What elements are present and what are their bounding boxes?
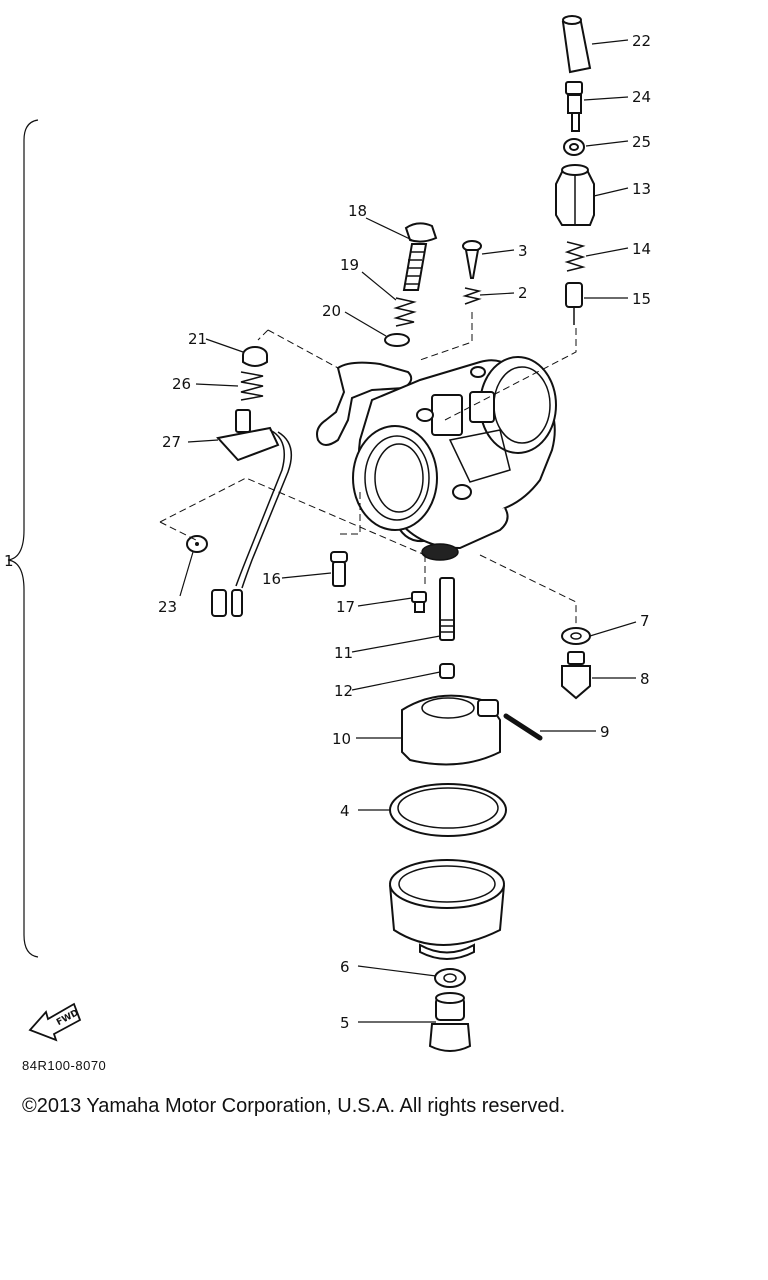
callout-13: 13 [632,180,651,198]
part-10-float [401,694,501,766]
callout-6: 6 [340,958,350,976]
callout-18: 18 [348,202,367,220]
part-12-main-jet [439,663,455,679]
callout-5: 5 [340,1014,350,1032]
callout-8: 8 [640,670,650,688]
carburetor-body [316,356,557,561]
assembly-line [159,521,197,541]
part-11-needle-jet [439,577,455,641]
callout-26: 26 [172,375,191,393]
callout-9: 9 [600,723,610,741]
assembly-line [257,329,339,369]
assembly-bracket [7,119,39,958]
callout-2: 2 [518,284,528,302]
part-26-spring [240,371,264,401]
part-9-pin [503,713,543,741]
callout-25: 25 [632,133,651,151]
callout-22: 22 [632,32,651,50]
part-24-adjuster [565,81,583,132]
part-14-spring [564,241,586,272]
callout-11: 11 [334,644,353,662]
callout-15: 15 [632,290,651,308]
leader-lines [179,39,637,1023]
part-3-screw [462,240,482,279]
part-27-plunger [211,409,293,617]
part-5-drain-plug [428,992,472,1052]
diagram-code: 84R100-8070 [22,1058,107,1073]
callout-19: 19 [340,256,359,274]
part-18-screw [402,222,438,291]
part-13-cap-body [555,164,595,226]
part-21-cap [242,346,268,367]
part-7-washer [561,627,591,645]
part-6-washer [434,968,466,988]
part-19-spring [393,297,417,327]
part-15-needle [565,282,583,325]
callout-27: 27 [162,433,181,451]
part-25-nut [563,138,585,156]
callout-21: 21 [188,330,207,348]
part-8-valve-seat [561,651,591,700]
callout-12: 12 [334,682,353,700]
assembly-line [340,490,361,535]
part-22-cap [561,15,592,74]
part-16-jet [330,551,348,587]
callout-23: 23 [158,598,177,616]
carburetor-exploded-diagram: 1 [4,15,651,1052]
float-bowl [389,859,505,960]
part-23-washer [186,535,208,553]
callout-14: 14 [632,240,651,258]
callout-7: 7 [640,612,650,630]
callout-17: 17 [336,598,355,616]
callout-24: 24 [632,88,651,106]
callout-16: 16 [262,570,281,588]
fwd-arrow-icon: FWD [28,1002,82,1042]
callout-20: 20 [322,302,341,320]
part-2-spring [462,287,482,305]
assembly-line [419,312,473,361]
callout-1: 1 [4,552,14,570]
part-20-washer [384,333,410,347]
callout-4: 4 [340,802,350,820]
assembly-line [444,328,577,421]
part-4-gasket [389,783,507,837]
callout-3: 3 [518,242,528,260]
copyright-notice: ©2013 Yamaha Motor Corporation, U.S.A. A… [22,1095,566,1117]
callout-10: 10 [332,730,351,748]
part-17-pilot-jet [411,591,427,613]
assembly-line [479,554,577,626]
assembly-line [159,477,426,556]
